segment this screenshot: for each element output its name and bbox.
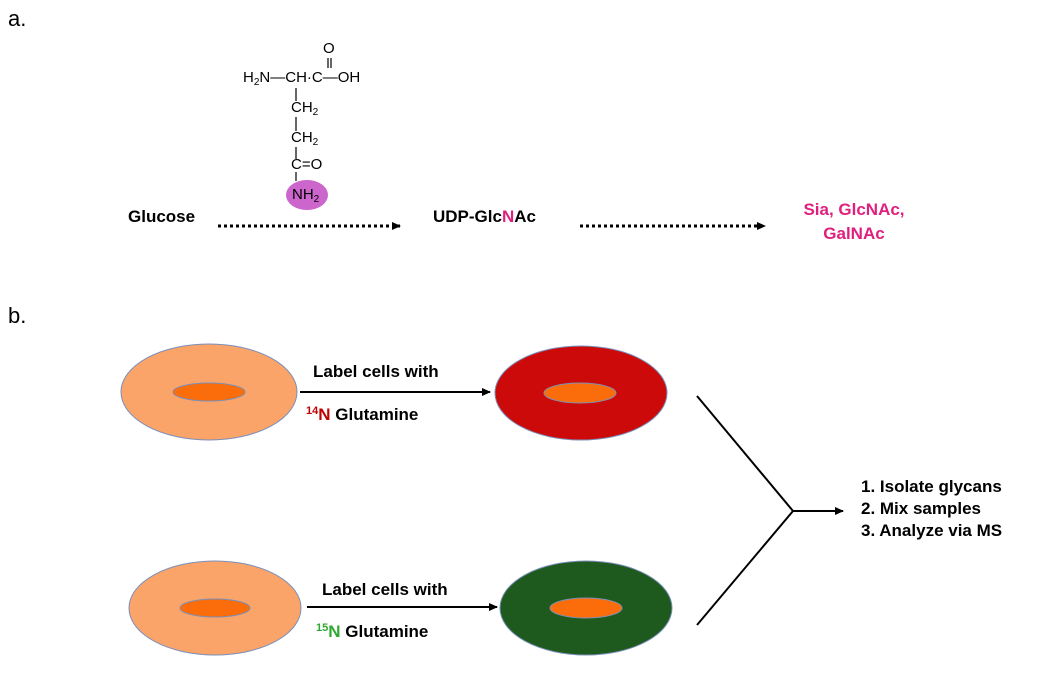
merge-arrow bbox=[696, 395, 844, 626]
products-label: Sia, GlcNAc, GalNAc bbox=[784, 198, 924, 246]
nh2-highlight-circle bbox=[286, 180, 328, 210]
nucleus-bottom-left bbox=[179, 598, 251, 618]
amide-nh2: NH2 bbox=[292, 186, 320, 205]
nucleus-bottom-right bbox=[549, 597, 623, 619]
workflow-steps: 1. Isolate glycans 2. Mix samples 3. Ana… bbox=[861, 476, 1002, 542]
ch2-group-1: CH2 bbox=[291, 99, 319, 118]
glutamine-backbone: H2N—CH·C—OH bbox=[243, 69, 361, 88]
step-analyze-ms: 3. Analyze via MS bbox=[861, 521, 1003, 540]
carbonyl-oxygen: O bbox=[323, 40, 335, 57]
panel-a-label: a. bbox=[8, 6, 27, 31]
step-isolate-glycans: 1. Isolate glycans bbox=[861, 477, 1002, 496]
udp-glcnac-label: UDP-GlcNAc bbox=[433, 207, 536, 226]
products-line-1: Sia, GlcNAc, bbox=[803, 200, 905, 219]
nucleus-top-right bbox=[543, 382, 617, 404]
amide-carbonyl: C=O bbox=[291, 156, 323, 173]
glucose-label: Glucose bbox=[128, 207, 196, 226]
glutamine-bonds bbox=[295, 58, 332, 181]
panel-b-label: b. bbox=[8, 303, 27, 328]
nucleus-top-left bbox=[172, 382, 246, 402]
top-arrow-caption-1: Label cells with bbox=[313, 362, 439, 381]
step-mix-samples: 2. Mix samples bbox=[861, 499, 982, 518]
ch2-group-2: CH2 bbox=[291, 129, 319, 148]
bottom-arrow-caption-2: 15N Glutamine bbox=[316, 622, 429, 641]
products-line-2: GalNAc bbox=[823, 224, 885, 243]
top-arrow-caption-2: 14N Glutamine bbox=[306, 405, 419, 424]
bottom-arrow-caption-1: Label cells with bbox=[322, 580, 448, 599]
